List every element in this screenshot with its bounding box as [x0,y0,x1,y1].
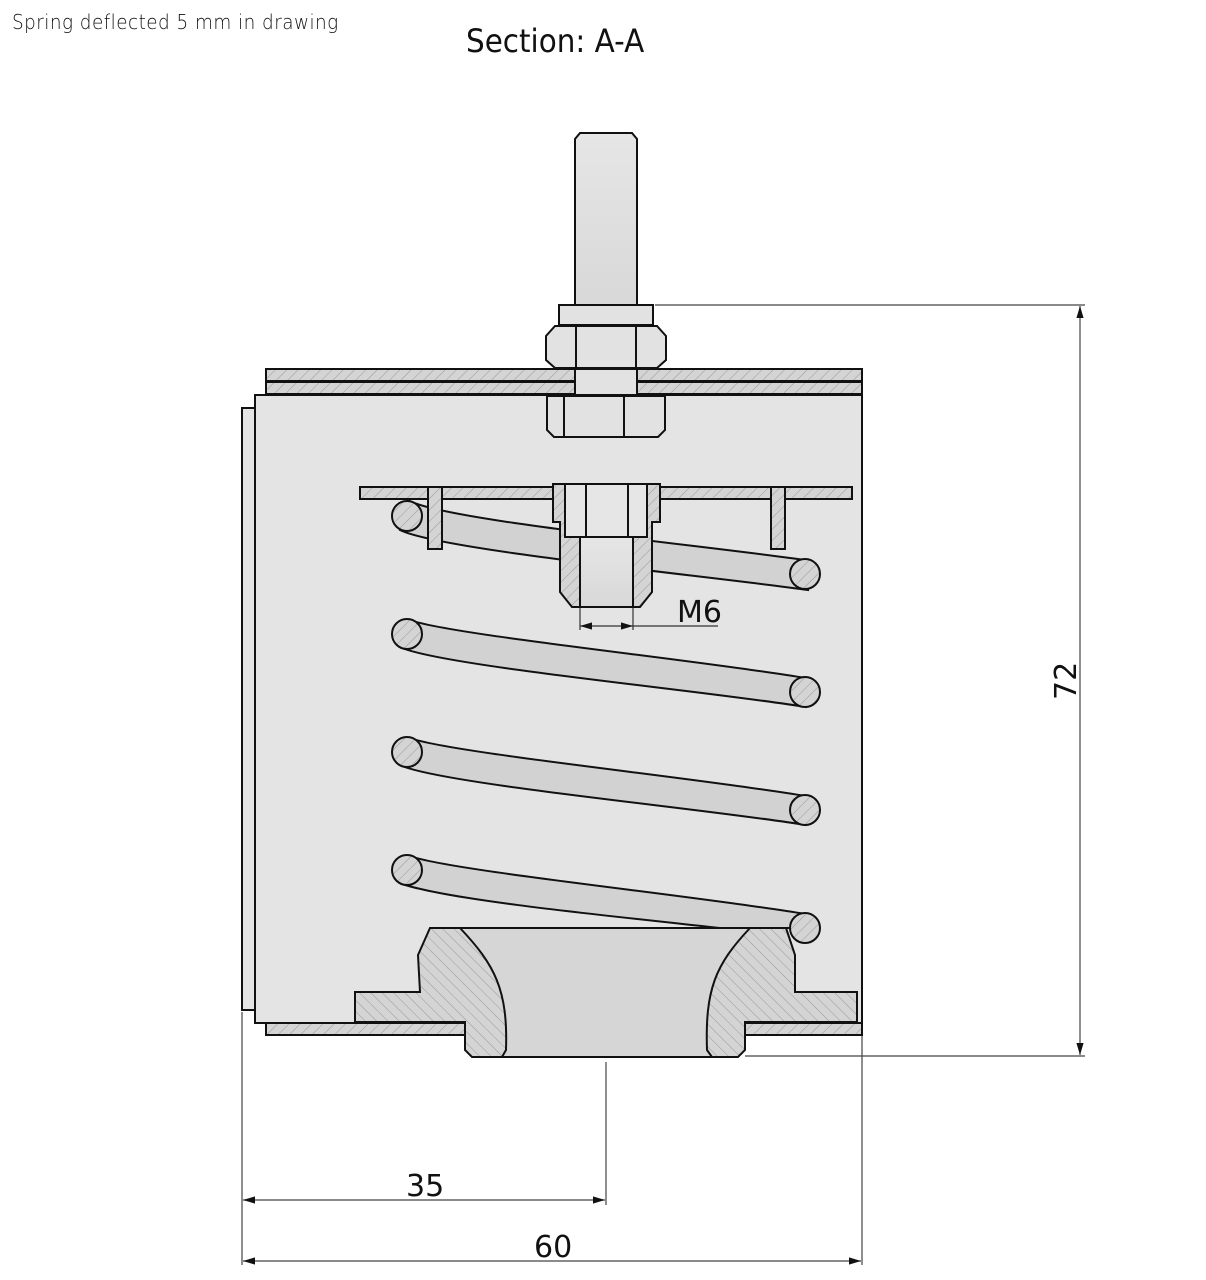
top-spring-plate [359,483,853,608]
width-label: 60 [534,1230,572,1265]
height-dimension [655,304,1085,1057]
thread-label: M6 [677,595,722,630]
section-title: Section: A-A [466,22,645,60]
offset-dimension [241,1012,607,1265]
width-dimension [243,1036,863,1265]
drawing-note: Spring deflected 5 mm in drawing [12,10,339,34]
threaded-rod [545,132,667,438]
height-label: 72 [1049,662,1084,700]
offset-label: 35 [406,1169,444,1204]
thread-dimension [579,608,718,630]
rubber-foot [354,927,858,1058]
